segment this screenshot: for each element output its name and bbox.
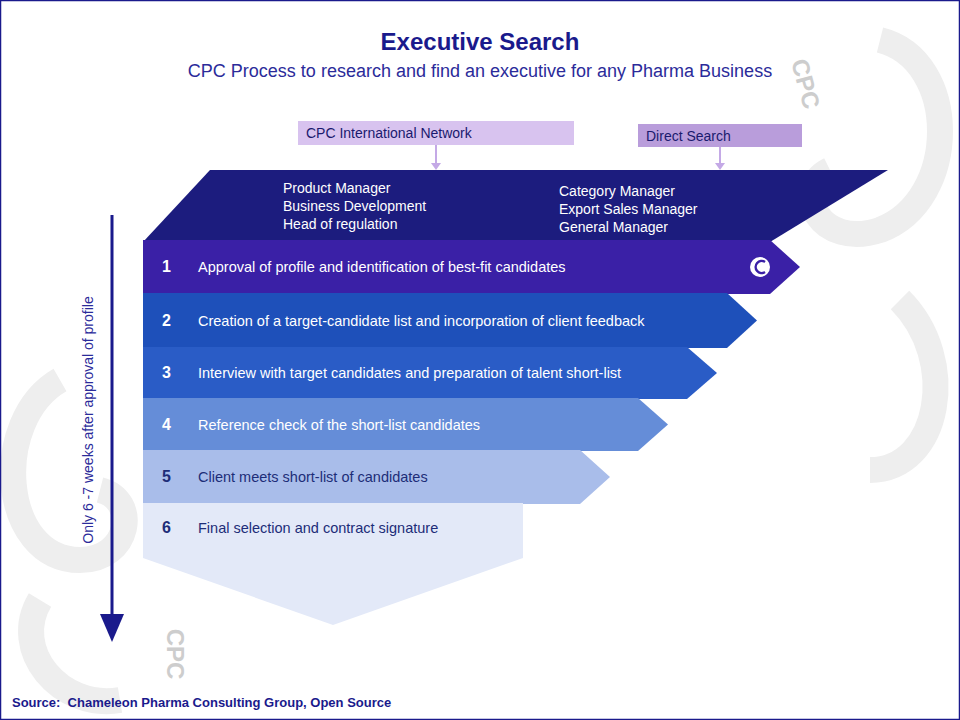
step-arrow: 3Interview with target candidates and pr… <box>143 347 717 399</box>
node-outline <box>143 170 888 242</box>
step-text: Interview with target candidates and pre… <box>198 365 621 381</box>
role-list: Product Manager Business Development Hea… <box>283 179 439 233</box>
source-note: Source: Chameleon Pharma Consulting Grou… <box>12 695 391 710</box>
timeline-arrowhead <box>100 614 124 642</box>
step-row: 4Reference check of the short-list candi… <box>143 398 480 451</box>
step-row: 3Interview with target candidates and pr… <box>143 347 621 399</box>
step-number: 4 <box>143 416 198 434</box>
watermark: CPC <box>785 56 825 112</box>
connector-line <box>435 145 437 163</box>
node-fill <box>143 347 717 399</box>
step-number: 1 <box>143 258 198 276</box>
connector-arrow <box>431 145 441 170</box>
node-fill <box>143 240 800 294</box>
step-text: Reference check of the short-list candid… <box>198 417 480 433</box>
step-number: 2 <box>143 312 198 330</box>
duration-note: Only 6 -7 weeks after approval of profil… <box>79 220 97 620</box>
step-arrow: 4Reference check of the short-list candi… <box>143 398 668 451</box>
timeline-arrow <box>111 215 114 618</box>
step-arrow: 5Client meets short-list of candidates <box>143 450 610 504</box>
step-arrow: 1Approval of profile and identification … <box>143 240 800 294</box>
connector-line <box>719 147 721 163</box>
node-fill <box>143 450 610 504</box>
step-arrow: 6Final selection and contract signature <box>143 503 523 625</box>
logo-badge <box>750 257 770 277</box>
step-row: 1Approval of profile and identification … <box>143 240 566 294</box>
node-fill <box>143 293 757 348</box>
step-text: Approval of profile and identification o… <box>198 259 566 275</box>
source-box: Direct Search <box>638 124 802 147</box>
step-text: Final selection and contract signature <box>198 520 438 536</box>
step-row: 2Creation of a target-candidate list and… <box>143 293 645 348</box>
watermark-swirls <box>13 40 940 701</box>
step-arrow: 2Creation of a target-candidate list and… <box>143 293 757 348</box>
step-text: Creation of a target-candidate list and … <box>198 313 645 329</box>
source-box: CPC International Network <box>298 121 574 145</box>
arrowhead <box>715 163 725 170</box>
source-label: CPC International Network <box>306 124 566 142</box>
step-text: Client meets short-list of candidates <box>198 469 428 485</box>
node-fill <box>143 398 668 451</box>
role-list: Category Manager Export Sales Manager Ge… <box>559 182 715 236</box>
role-banner: Product Manager Business Development Hea… <box>143 170 888 242</box>
connector-arrow <box>715 147 725 170</box>
watermark: CPC <box>161 629 189 680</box>
step-number: 6 <box>143 519 198 537</box>
source-label: Direct Search <box>646 127 794 145</box>
step-number: 5 <box>143 468 198 486</box>
node-fill <box>143 503 523 625</box>
title: Executive Search <box>0 28 960 56</box>
step-row: 5Client meets short-list of candidates <box>143 450 428 504</box>
step-row: 6Final selection and contract signature <box>143 503 438 553</box>
arrowhead <box>431 163 441 170</box>
node-fill <box>143 170 888 242</box>
logo-swirl <box>756 261 765 273</box>
step-number: 3 <box>143 364 198 382</box>
